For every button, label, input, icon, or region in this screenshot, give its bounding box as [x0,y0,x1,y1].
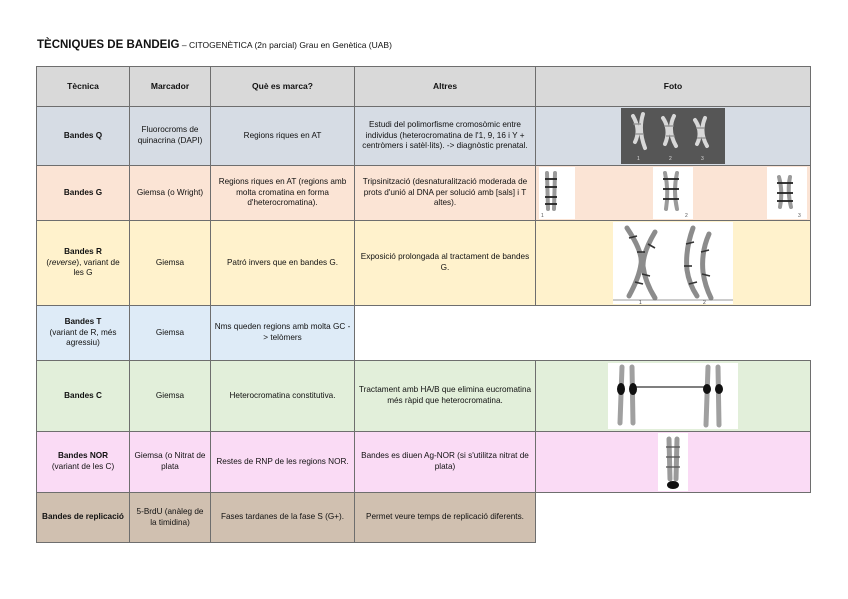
header-foto: Foto [535,66,811,107]
header-altres: Altres [354,66,536,107]
cell-photo [535,360,811,432]
cell-marks: Heterocromatina constitutiva. [210,360,355,432]
header-que-es-marca: Què es marca? [210,66,355,107]
technique-name: Bandes C [64,390,102,400]
cell-others: Estudi del polimorfisme cromosòmic entre… [354,106,536,166]
cell-photo [535,431,811,493]
table-row: Bandes G Giemsa (o Wright) Regions rique… [36,165,811,221]
photo-label: 1 [639,300,642,304]
photo-label: 2 [685,213,688,219]
technique-name: Bandes Q [63,130,103,140]
photo-label: 2 [703,300,706,304]
cell-technique: Bandes G [36,165,130,221]
technique-name: Bandes R [64,246,102,256]
photo-label: 3 [701,156,704,162]
cell-others: Permet veure temps de replicació diferen… [354,492,536,543]
table-row: Bandes R(reverse), variant de les G Giem… [36,220,811,306]
cell-photo: 1 2 3 [535,165,811,221]
cell-technique: Bandes R(reverse), variant de les G [36,220,130,306]
cell-marker: Giemsa [129,360,211,432]
header-tecnica: Tècnica [36,66,130,107]
nor-bands-chromosome-photo [658,433,688,491]
empty-cell [354,305,536,361]
cell-photo: 1 2 3 [535,106,811,166]
cell-marker: Giemsa (o Wright) [129,165,211,221]
r-bands-chromosome-photo: 1 2 [613,222,733,304]
cell-marker: Fluorocroms de quinacrina (DAPI) [129,106,211,166]
technique-name: Bandes T [64,316,102,326]
technique-note: (variant de les C) [51,462,115,471]
table-row: Bandes T(variant de R, més agressiu) Gie… [36,305,811,361]
photo-label: 1 [541,213,544,219]
technique-name: Bandes NOR [57,451,109,461]
cell-others: Bandes es diuen Ag-NOR (si s'utilitza ni… [354,431,536,493]
cell-technique: Bandes Q [36,106,130,166]
title-main: TÈCNIQUES DE BANDEIG [37,39,180,51]
technique-note-italic: reverse [49,257,77,267]
photo-label: 2 [669,156,672,162]
cell-photo: 1 2 [535,220,811,306]
cell-others: Tractament amb HA/B que elimina eucromat… [354,360,536,432]
photo-label: 3 [798,213,801,219]
header-marcador: Marcador [129,66,211,107]
cell-technique: Bandes NOR(variant de les C) [36,431,130,493]
cell-others: Exposició prolongada al tractament de ba… [354,220,536,306]
q-bands-chromosome-photo: 1 2 3 [621,108,725,164]
technique-note: (variant de R, més agressiu) [49,327,117,348]
cell-marks: Regions riques en AT (regions amb molta … [210,165,355,221]
cell-others: Tripsinització (desnaturalització modera… [354,165,536,221]
technique-name: Bandes G [63,187,103,197]
cell-technique: Bandes T(variant de R, més agressiu) [36,305,130,361]
banding-techniques-table: Tècnica Marcador Què es marca? Altres Fo… [36,66,811,543]
document-title: TÈCNIQUES DE BANDEIG – CITOGENÈTICA (2n … [37,39,392,51]
g-bands-chromosome-photo: 1 2 3 [539,167,807,219]
cell-marks: Nms queden regions amb molta GC -> telòm… [210,305,355,361]
empty-cell [535,492,811,543]
table-row: Bandes Q Fluorocroms de quinacrina (DAPI… [36,106,811,166]
cell-marker: Giemsa [129,305,211,361]
cell-marker: 5-BrdU (anàleg de la timidina) [129,492,211,543]
cell-technique: Bandes C [36,360,130,432]
cell-marks: Regions riques en AT [210,106,355,166]
technique-note: (reverse), variant de les G [46,257,120,278]
cell-technique: Bandes de replicació [36,492,130,543]
table-header-row: Tècnica Marcador Què es marca? Altres Fo… [36,66,811,107]
cell-marks: Patró invers que en bandes G. [210,220,355,306]
cell-marks: Restes de RNP de les regions NOR. [210,431,355,493]
table-row: Bandes NOR(variant de les C) Giemsa (o N… [36,431,811,493]
technique-note-rest: ), variant de les G [73,257,120,278]
c-bands-chromosome-photo [608,363,738,429]
empty-cell [535,305,811,361]
title-subtitle: – CITOGENÈTICA (2n parcial) Grau en Genè… [179,40,392,50]
table-row: Bandes de replicació 5-BrdU (anàleg de l… [36,492,811,543]
cell-marker: Giemsa (o Nitrat de plata [129,431,211,493]
technique-name: Bandes de replicació [42,512,124,522]
cell-marker: Giemsa [129,220,211,306]
cell-marks: Fases tardanes de la fase S (G+). [210,492,355,543]
table-row: Bandes C Giemsa Heterocromatina constitu… [36,360,811,432]
photo-label: 1 [637,156,640,162]
